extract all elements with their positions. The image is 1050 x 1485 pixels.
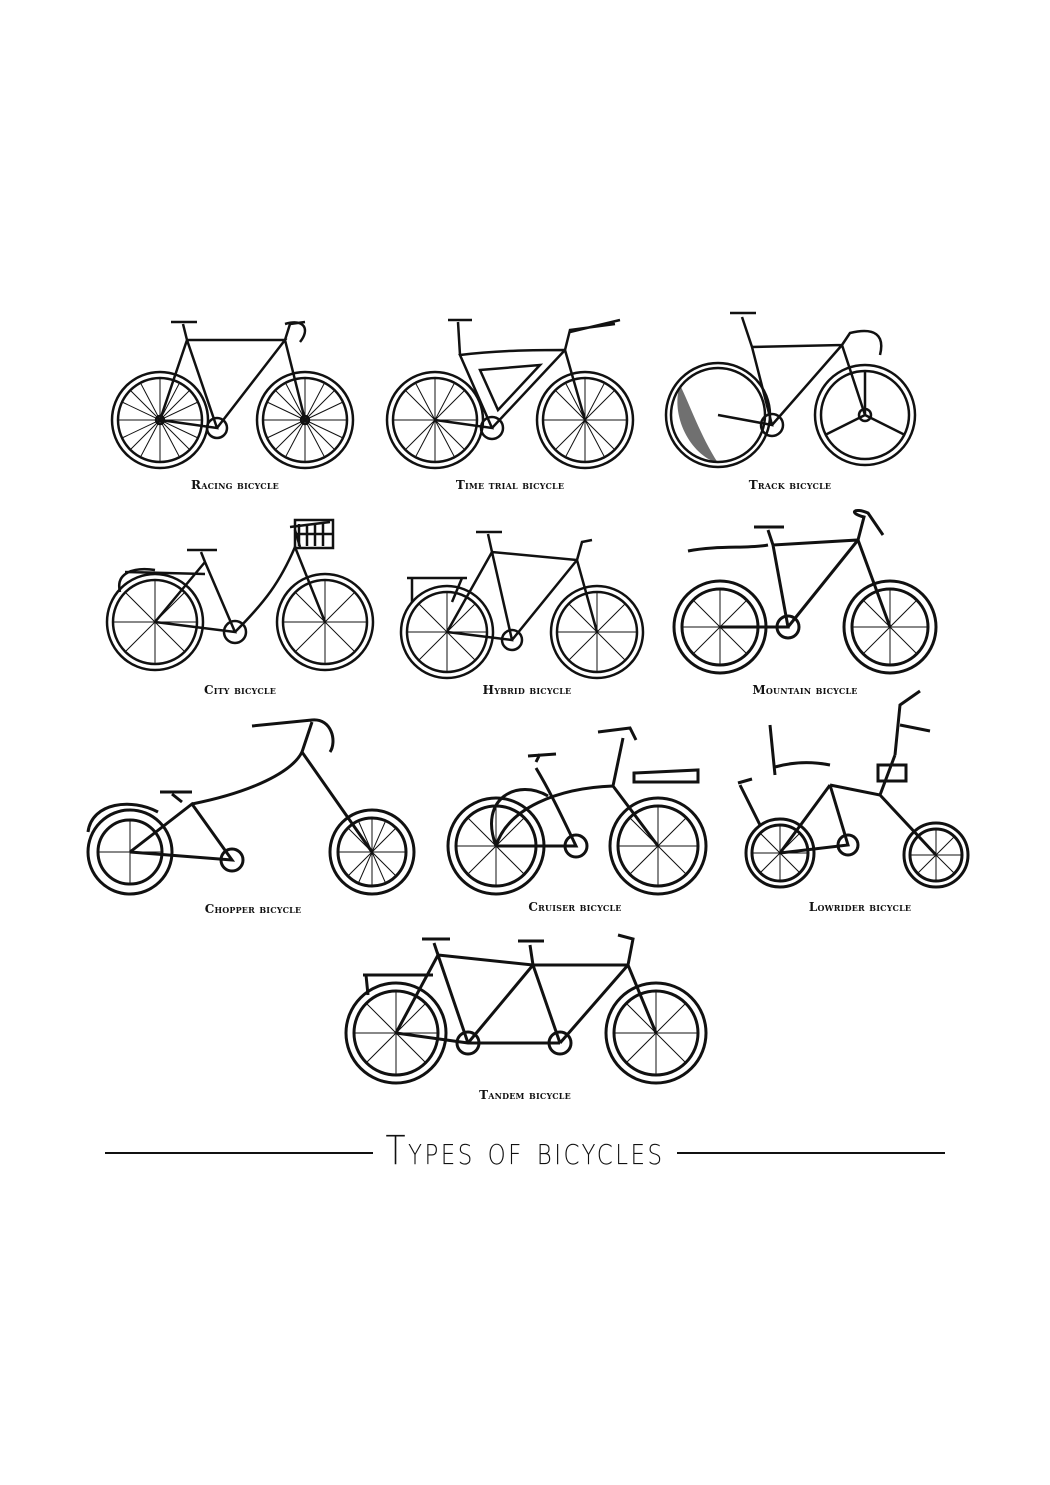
city-bicycle-illustration [105,512,375,677]
cruiser-bicycle-illustration [438,718,718,898]
chopper-bicycle-label: Chopper bicycle [204,902,302,916]
time-trial-bicycle-illustration [380,310,640,475]
hybrid-bicycle-label: Hybrid bicycle [482,683,572,697]
mountain-bicycle-illustration [668,505,948,675]
city-bicycle-label: City bicycle [203,683,277,697]
tandem-bicycle-illustration [338,925,713,1090]
lowrider-bicycle-label: Lowrider bicycle [808,900,912,914]
chopper-bicycle-illustration [72,712,432,897]
title-row: Types of bicycles [105,1128,945,1178]
cruiser-bicycle-label: Cruiser bicycle [528,900,622,914]
mountain-bicycle-label: Mountain bicycle [752,683,858,697]
right-rule [677,1152,945,1154]
page-title: Types of bicycles [385,1128,665,1174]
track-bicycle-label: Track bicycle [748,478,832,492]
lowrider-bicycle-illustration [720,685,980,895]
left-rule [105,1152,373,1154]
racing-bicycle-illustration [105,310,365,475]
hybrid-bicycle-illustration [392,522,652,682]
time-trial-bicycle-label: Time trial bicycle [455,478,565,492]
tandem-bicycle-label: Tandem bicycle [479,1088,571,1102]
track-bicycle-illustration [660,305,920,470]
racing-bicycle-label: Racing bicycle [191,478,279,492]
